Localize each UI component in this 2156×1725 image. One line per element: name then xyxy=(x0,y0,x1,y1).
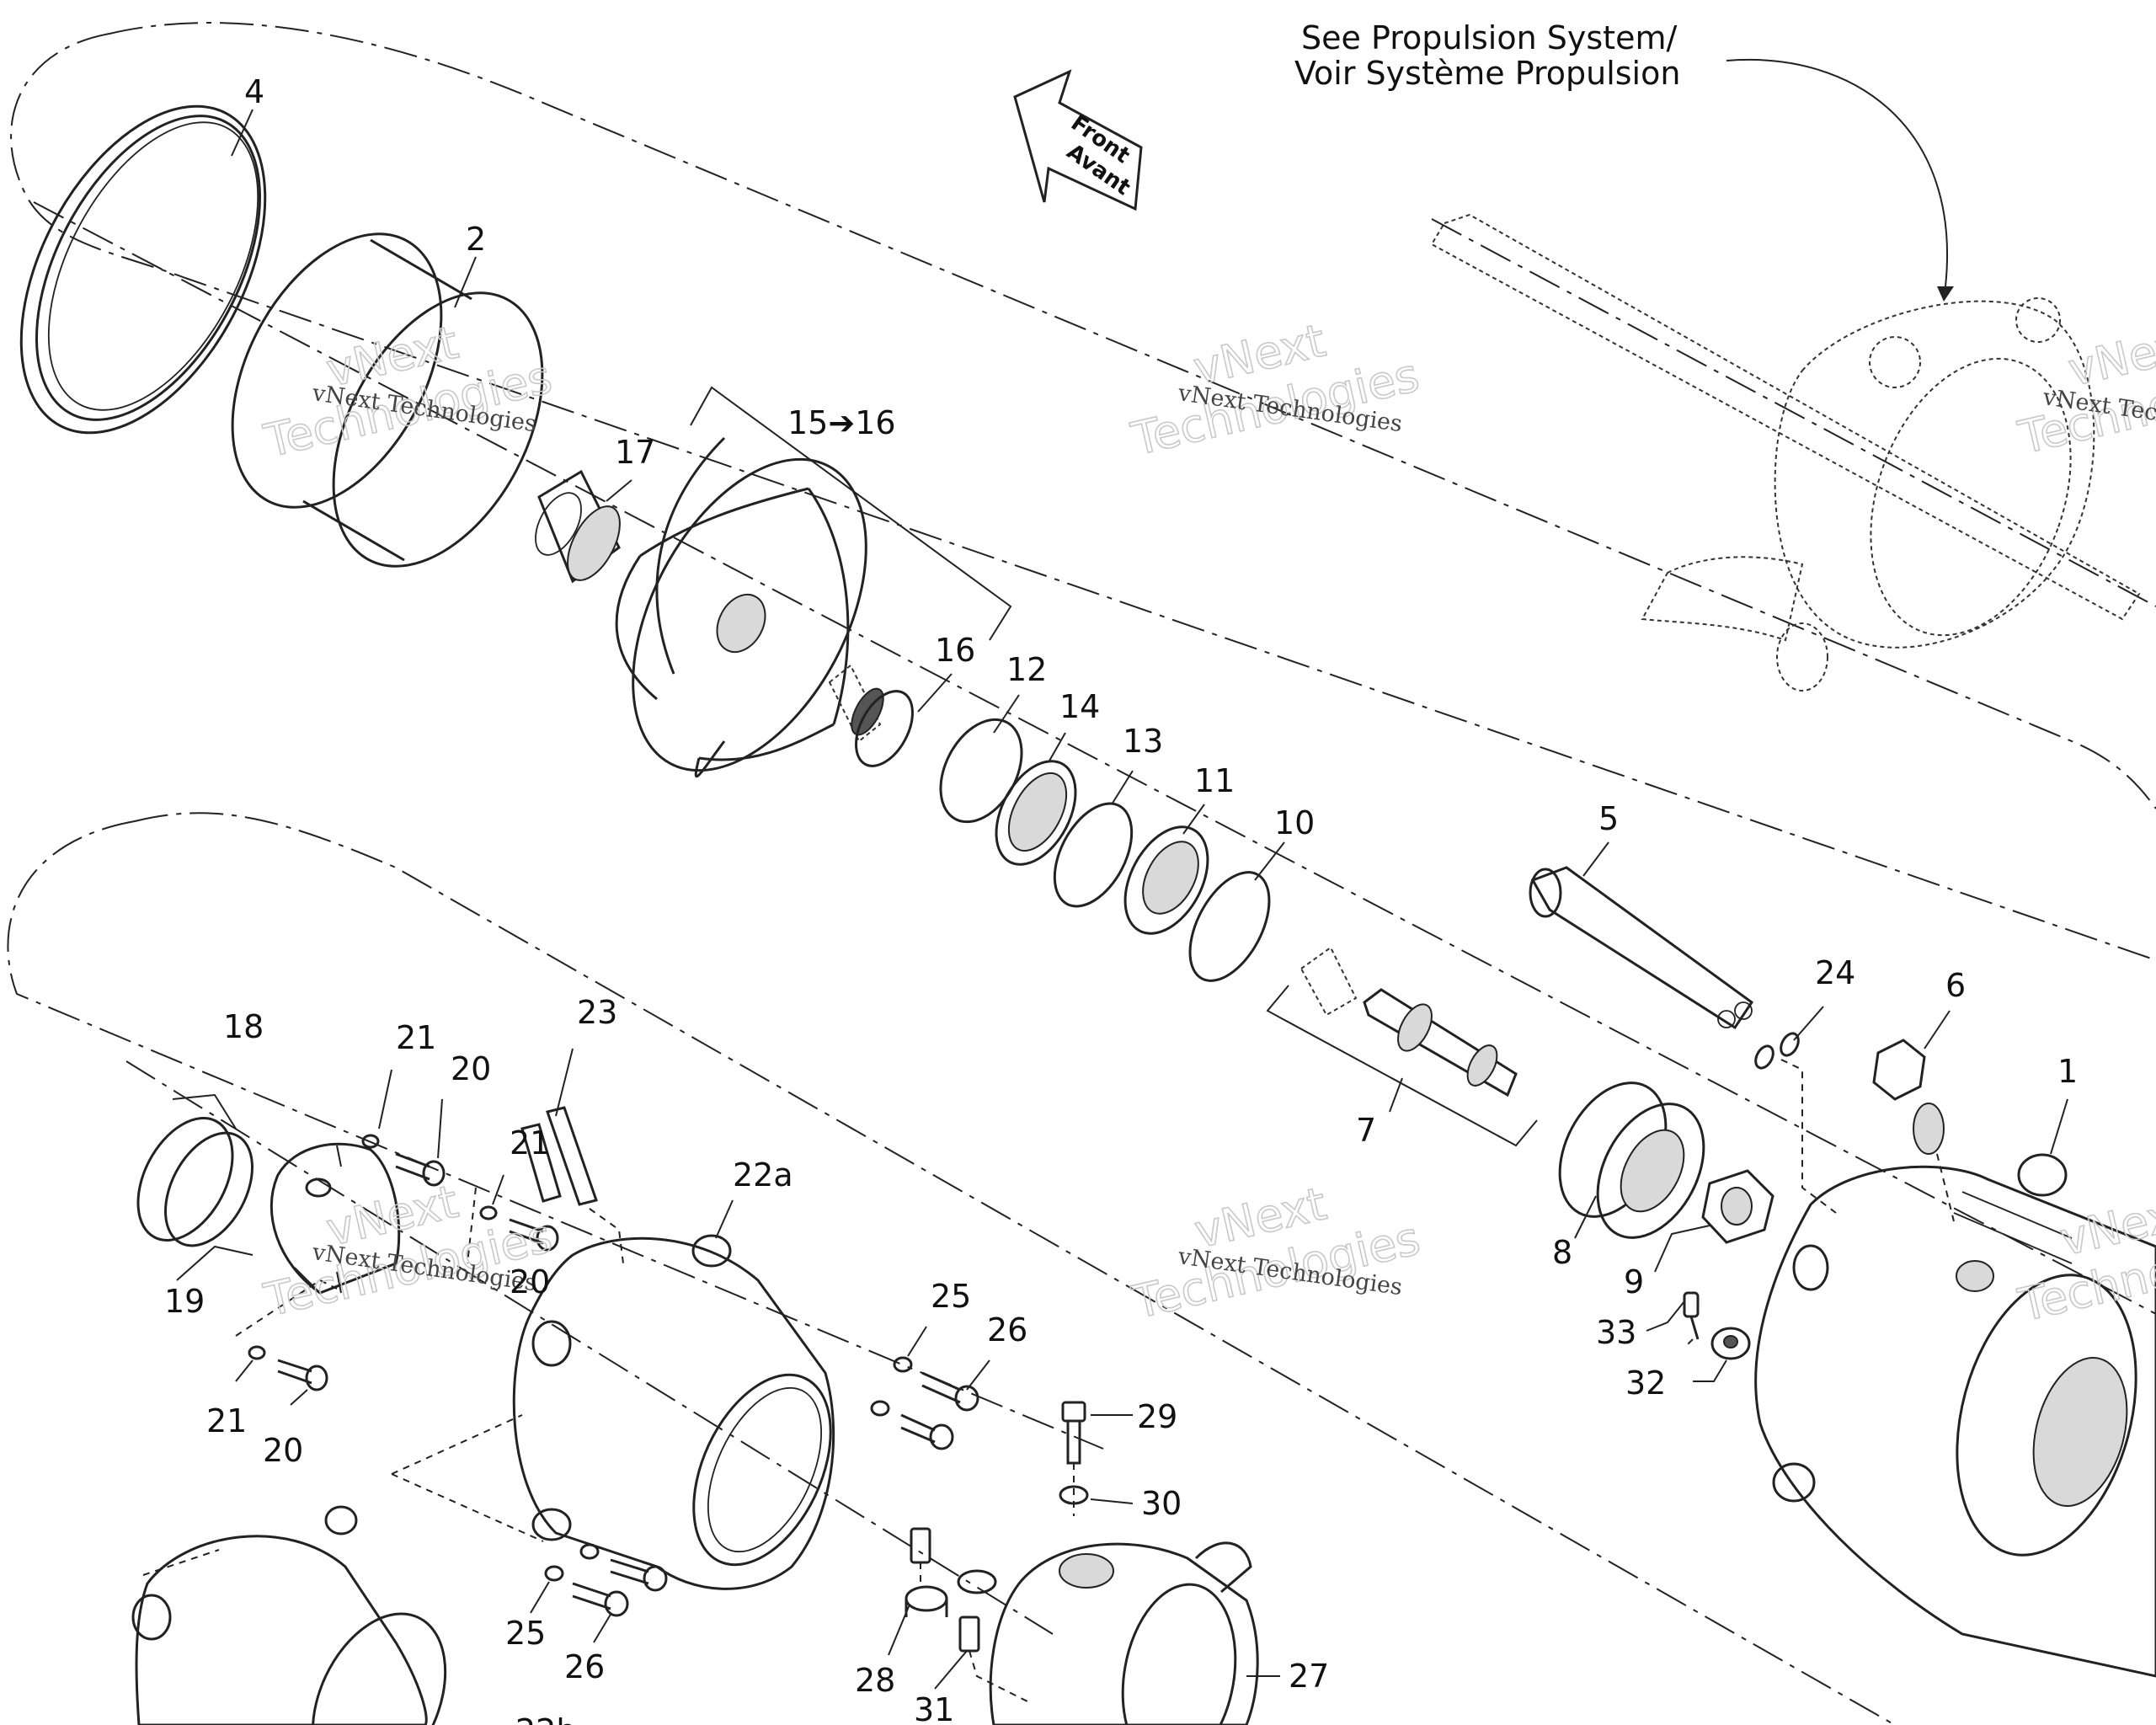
callout-17: 17 xyxy=(615,434,655,471)
part-22b-venturi xyxy=(131,1505,447,1725)
part-27-steering-nozzle xyxy=(989,1541,1259,1725)
callout-25-b: 25 xyxy=(505,1615,546,1652)
part-18-o-rings xyxy=(136,1117,253,1247)
callout-23: 23 xyxy=(577,994,617,1031)
guide-venturi-lower xyxy=(391,1414,544,1542)
propulsion-system-reference xyxy=(1430,213,2141,692)
note-pointer-head xyxy=(1937,286,1954,302)
shaft-centerline-lower xyxy=(125,1060,1054,1635)
callout-30: 30 xyxy=(1141,1485,1182,1522)
callout-20-a: 20 xyxy=(451,1050,491,1087)
callout-7: 7 xyxy=(1356,1112,1376,1149)
callout-18: 18 xyxy=(223,1008,264,1045)
upper-assembly-boundary-top xyxy=(109,22,2156,809)
callout-25-a: 25 xyxy=(931,1278,971,1315)
bracket-15-16 xyxy=(690,386,1012,641)
callout-29: 29 xyxy=(1137,1398,1177,1435)
part-32-washer xyxy=(1710,1327,1751,1360)
note-line-1: See Propulsion System/ xyxy=(1301,19,1677,56)
watermark-4: vNext Technologies xyxy=(1127,1177,1426,1330)
callout-21-c: 21 xyxy=(206,1402,247,1439)
callout-4: 4 xyxy=(244,73,264,110)
callout-26-b: 26 xyxy=(564,1648,605,1685)
part-17-cone xyxy=(535,469,621,584)
callout-13: 13 xyxy=(1123,723,1163,760)
callout-10: 10 xyxy=(1274,804,1315,841)
callout-28: 28 xyxy=(855,1662,895,1699)
guide-33-32 xyxy=(1684,1338,1694,1348)
callout-22a: 22a xyxy=(733,1156,793,1194)
part-2-liner xyxy=(231,232,544,568)
part-23-sleeves xyxy=(520,1106,598,1206)
callout-26-a: 26 xyxy=(987,1311,1027,1348)
callout-5: 5 xyxy=(1598,800,1619,837)
callout-2: 2 xyxy=(466,221,486,258)
part-31-sleeve xyxy=(958,1616,980,1653)
bracket-19 xyxy=(336,1145,342,1294)
guide-23 xyxy=(589,1208,624,1264)
part-7-shaft xyxy=(1299,946,1518,1097)
guide-24 xyxy=(1780,1059,1837,1214)
callout-20-b: 20 xyxy=(510,1263,550,1300)
guide-21-upper xyxy=(467,1187,477,1264)
callout-8: 8 xyxy=(1552,1234,1572,1271)
callout-15-16: 15➔16 xyxy=(787,404,896,441)
watermark-5-partial: vNext Technologies xyxy=(2013,314,2156,465)
callout-16: 16 xyxy=(935,632,975,669)
callout-22b-partial: 22b xyxy=(515,1712,576,1725)
shaft-centerline-upper xyxy=(33,201,2156,1315)
part-19-nozzle xyxy=(270,1142,401,1295)
note-line-2: Voir Système Propulsion xyxy=(1294,55,1680,92)
part-8-bearing xyxy=(1558,1081,1705,1239)
lower-assembly-boundary xyxy=(7,812,1896,1725)
callout-11: 11 xyxy=(1194,762,1235,799)
watermark-1: vNext Technologies xyxy=(259,315,558,468)
callout-31: 31 xyxy=(914,1691,954,1725)
guide-28-31 xyxy=(920,1562,1028,1702)
part-28-bushing xyxy=(905,1527,997,1617)
screw-set-upper-left xyxy=(248,1134,559,1391)
callout-leaders xyxy=(176,109,2068,1690)
note-pointer-arrow xyxy=(1726,59,1948,287)
part-22a-venturi xyxy=(512,1234,835,1590)
part-13-o-ring xyxy=(1053,802,1134,908)
callout-21-a: 21 xyxy=(396,1019,436,1056)
callout-21-b: 21 xyxy=(510,1124,550,1162)
part-10-o-ring xyxy=(1188,871,1271,982)
bracket-18 xyxy=(172,1093,237,1130)
bracket-7 xyxy=(1266,985,1538,1147)
upper-assembly-boundary xyxy=(10,33,2156,961)
part-1-pump-housing xyxy=(1754,1153,2156,1678)
front-direction-arrow: Front Avant xyxy=(1013,69,1143,211)
callout-19: 19 xyxy=(164,1283,205,1320)
part-33-screw xyxy=(1683,1291,1700,1340)
part-15-impeller xyxy=(615,436,867,778)
watermark-3: vNext Technologies xyxy=(259,1174,558,1327)
callout-12: 12 xyxy=(1006,651,1047,688)
part-11-bearing xyxy=(1123,825,1209,935)
callout-20-c: 20 xyxy=(263,1432,303,1469)
callout-32: 32 xyxy=(1625,1365,1666,1402)
part-6-plug xyxy=(1872,1039,1945,1155)
watermark-2: vNext Technologies xyxy=(1126,313,1425,467)
callout-9: 9 xyxy=(1624,1263,1644,1300)
part-9-nut xyxy=(1701,1169,1774,1244)
callout-24: 24 xyxy=(1815,954,1855,991)
callout-1: 1 xyxy=(2057,1053,2078,1090)
part-5-guide-bar xyxy=(1529,866,1754,1030)
guide-6 xyxy=(1936,1153,1955,1222)
part-14-seal xyxy=(995,760,1077,866)
screw-set-venturi xyxy=(544,1356,979,1617)
callout-33: 33 xyxy=(1596,1314,1636,1351)
callout-27: 27 xyxy=(1289,1658,1329,1695)
part-24-o-rings xyxy=(1754,1032,1800,1070)
drive-shaft-centerline xyxy=(1431,218,2156,607)
part-4-wear-ring xyxy=(19,104,267,435)
callout-6: 6 xyxy=(1945,967,1966,1004)
guide-22b xyxy=(142,1549,220,1576)
callout-14: 14 xyxy=(1059,688,1100,725)
part-16-ring xyxy=(855,690,914,767)
